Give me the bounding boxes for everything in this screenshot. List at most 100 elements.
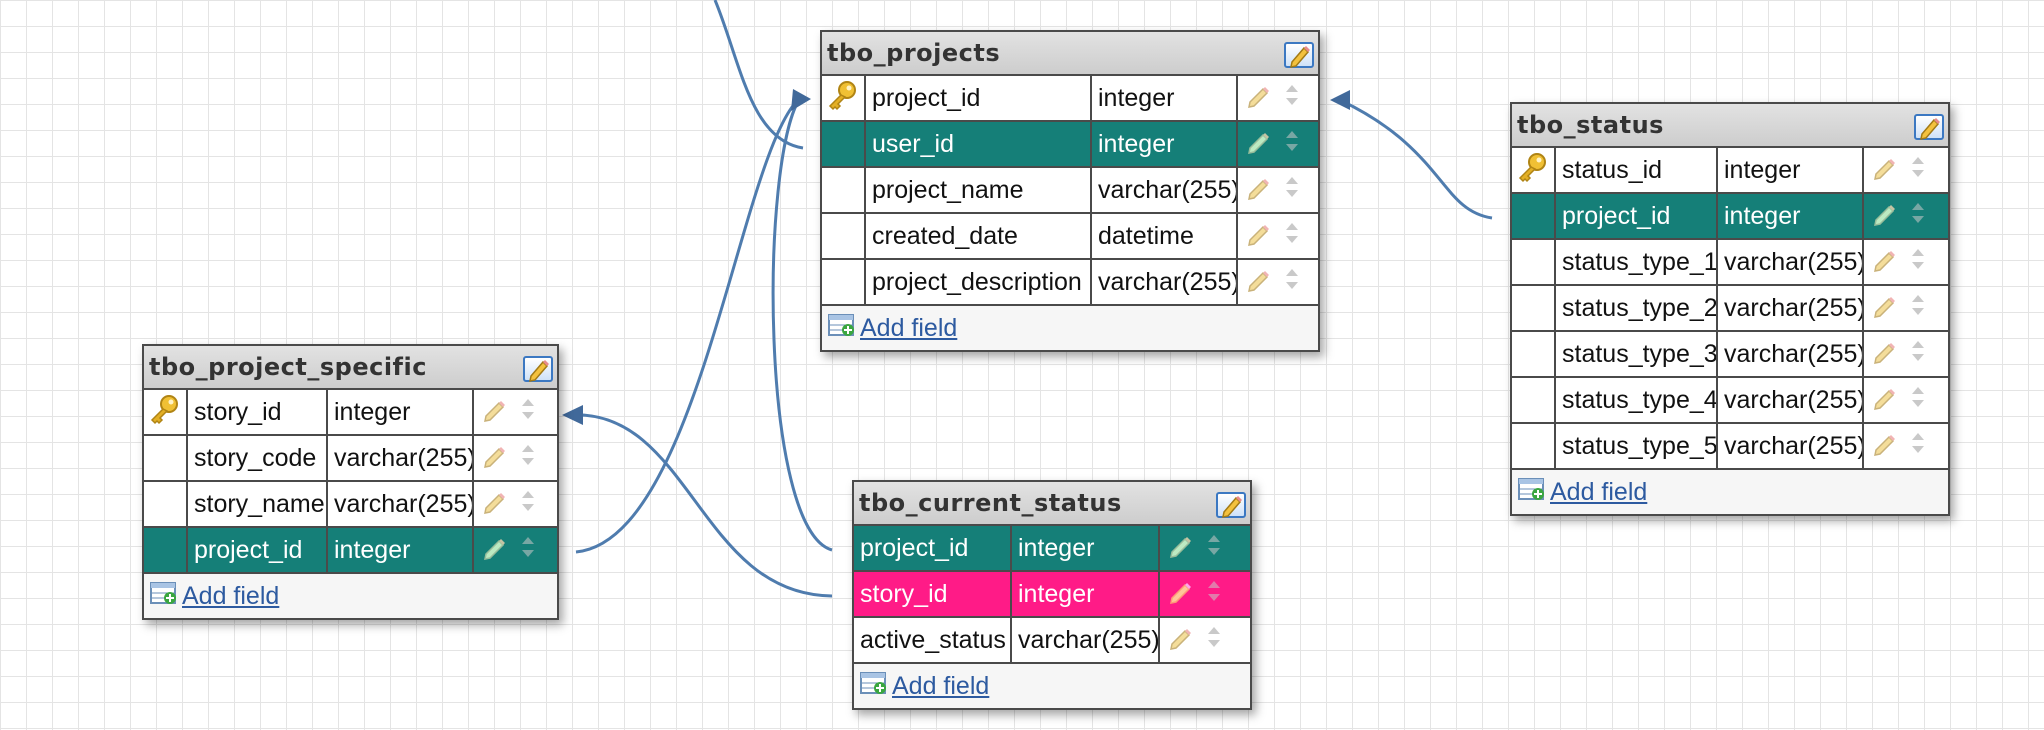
field-tools [474,482,536,526]
add-field-icon[interactable] [860,671,888,702]
pencil-icon[interactable] [482,534,508,567]
up-down-arrows-icon[interactable] [1910,430,1926,463]
pencil-icon[interactable] [1872,154,1898,187]
key-icon [1516,151,1550,190]
pencil-icon[interactable] [1872,200,1898,233]
field-name: created_date [866,214,1092,258]
edit-table-icon[interactable] [523,356,553,382]
up-down-arrows-icon[interactable] [520,396,536,429]
field-type: varchar(255) [1092,168,1238,212]
up-down-arrows-icon[interactable] [1284,266,1300,299]
up-down-arrows-icon[interactable] [1910,338,1926,371]
field-type: integer [1012,526,1160,570]
up-down-arrows-icon[interactable] [1206,578,1222,611]
up-down-arrows-icon[interactable] [1284,174,1300,207]
table-title: tbo_current_status [859,489,1122,517]
up-down-arrows-icon[interactable] [1910,200,1926,233]
pencil-icon[interactable] [482,442,508,475]
field-type: varchar(255) [1092,260,1238,304]
up-down-arrows-icon[interactable] [1206,624,1222,657]
pencil-icon[interactable] [1246,220,1272,253]
field-name: status_id [1556,148,1718,192]
pencil-icon[interactable] [1872,384,1898,417]
field-tools [474,390,536,434]
table-header[interactable]: tbo_status [1512,104,1948,148]
table-header[interactable]: tbo_current_status [854,482,1250,526]
key-cell [1512,286,1556,330]
field-type: integer [328,528,474,572]
add-field-row[interactable]: Add field [854,664,1250,708]
add-field-icon[interactable] [150,581,178,612]
up-down-arrows-icon[interactable] [1910,292,1926,325]
edit-table-icon[interactable] [1914,114,1944,140]
pencil-icon[interactable] [1872,292,1898,325]
field-name: story_name [188,482,328,526]
up-down-arrows-icon[interactable] [1284,82,1300,115]
add-field-icon[interactable] [1518,477,1546,508]
pencil-icon[interactable] [1246,82,1272,115]
table-header[interactable]: tbo_projects [822,32,1318,76]
arrow-head-tbo-projects-left [791,89,811,111]
pencil-icon[interactable] [1168,578,1194,611]
add-field-link[interactable]: Add field [182,581,280,610]
up-down-arrows-icon[interactable] [520,488,536,521]
pencil-icon[interactable] [1246,266,1272,299]
pencil-icon[interactable] [482,396,508,429]
pencil-icon[interactable] [1872,338,1898,371]
pencil-icon[interactable] [1872,246,1898,279]
field-type: varchar(255) [1718,240,1864,284]
up-down-arrows-icon[interactable] [1206,532,1222,565]
up-down-arrows-icon[interactable] [1284,220,1300,253]
add-field-icon[interactable] [828,313,856,344]
pencil-icon[interactable] [482,488,508,521]
field-tools [1864,240,1926,284]
pencil-icon[interactable] [1246,128,1272,161]
up-down-arrows-icon[interactable] [1910,384,1926,417]
add-field-link[interactable]: Add field [892,671,990,700]
up-down-arrows-icon[interactable] [520,534,536,567]
table-header[interactable]: tbo_project_specific [144,346,557,390]
add-field-row[interactable]: Add field [1512,470,1948,514]
pencil-icon[interactable] [1168,624,1194,657]
pencil-icon[interactable] [1246,174,1272,207]
up-down-arrows-icon[interactable] [1910,246,1926,279]
field-type: varchar(255) [328,436,474,480]
table-title: tbo_status [1517,111,1664,139]
pencil-icon[interactable] [1168,532,1194,565]
add-field-link[interactable]: Add field [1550,477,1648,506]
arrow-head-tbo-project-specific [562,405,583,425]
edit-table-icon[interactable] [1284,42,1314,68]
up-down-arrows-icon[interactable] [520,442,536,475]
add-field-row[interactable]: Add field [144,574,557,618]
edit-table-icon[interactable] [1216,492,1246,518]
pencil-icon[interactable] [1872,430,1898,463]
add-field-link[interactable]: Add field [860,313,958,342]
up-down-arrows-icon[interactable] [1910,154,1926,187]
add-field-row[interactable]: Add field [822,306,1318,350]
up-down-arrows-icon[interactable] [1284,128,1300,161]
field-type: varchar(255) [1718,286,1864,330]
